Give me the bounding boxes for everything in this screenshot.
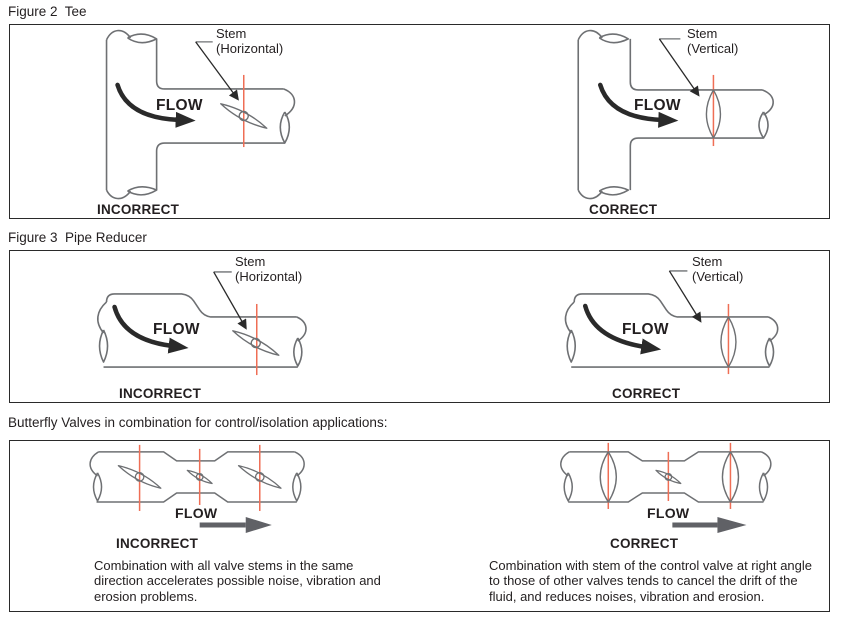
flow-label: FLOW	[175, 505, 218, 521]
pipe-outline	[97, 293, 307, 368]
incorrect-label: INCORRECT	[97, 202, 180, 217]
correct-label: CORRECT	[612, 386, 681, 401]
valve-disc-vertical-stem	[599, 451, 617, 503]
reducer-correct-diagram	[564, 270, 779, 375]
incorrect-label: INCORRECT	[116, 536, 199, 551]
figure3-title: Figure 3 Pipe Reducer	[8, 230, 147, 245]
pipe-outline	[560, 451, 772, 503]
flow-label: FLOW	[622, 321, 669, 338]
stem-leader-arrow	[213, 271, 247, 330]
valve-disc-vertical-stem	[705, 89, 722, 139]
flow-label: FLOW	[153, 321, 200, 338]
flow-arrow	[112, 304, 189, 354]
stem-leader-arrow	[195, 41, 239, 101]
flow-label: FLOW	[647, 505, 690, 521]
flow-arrow	[598, 82, 679, 128]
tee-correct-diagram	[577, 29, 774, 200]
flow-arrow	[582, 303, 662, 355]
tee-incorrect-diagram	[105, 29, 296, 200]
pipe-outline	[577, 29, 774, 200]
stem-leader-arrow	[668, 270, 702, 323]
stem-leader-arrow	[658, 38, 700, 97]
correct-label: CORRECT	[589, 202, 658, 217]
stem-horizontal-label: Stem (Horizontal)	[216, 26, 284, 56]
valve-disc-horizontal-stem	[117, 464, 162, 489]
combo-incorrect-diagram	[89, 444, 305, 534]
pipe-outline	[564, 293, 779, 368]
pipe-outline	[105, 29, 296, 200]
stem-vertical-label: Stem (Vertical)	[687, 26, 739, 56]
flow-arrow	[115, 82, 196, 128]
valve-disc-horizontal-stem	[220, 103, 268, 129]
incorrect-label: INCORRECT	[119, 386, 202, 401]
correct-label: CORRECT	[610, 536, 679, 551]
valve-disc-vertical-stem	[720, 316, 737, 368]
combination-title: Butterfly Valves in combination for cont…	[8, 415, 388, 430]
figure2-panel	[9, 24, 830, 219]
valve-disc-horizontal-stem	[186, 469, 213, 485]
reducer-incorrect-diagram	[97, 271, 307, 376]
valve-disc-horizontal-stem	[232, 330, 280, 356]
valve-disc-horizontal-stem	[237, 464, 282, 489]
combo-correct-diagram	[560, 442, 772, 534]
flow-block-arrow	[672, 516, 747, 534]
valve-disc-horizontal-stem	[655, 469, 682, 485]
valve-disc-vertical-stem	[721, 451, 740, 503]
pipe-outline	[89, 451, 305, 503]
flow-label: FLOW	[156, 97, 203, 114]
combination-panel	[9, 440, 830, 612]
correct-caption: Combination with stem of the control val…	[489, 558, 813, 604]
figure3-drawing	[97, 270, 779, 376]
combination-drawing	[89, 442, 772, 534]
flow-label: FLOW	[634, 97, 681, 114]
stem-vertical-label: Stem (Vertical)	[692, 254, 744, 284]
figure2-title: Figure 2 Tee	[8, 4, 87, 19]
figure3-panel	[9, 250, 830, 403]
stem-horizontal-label: Stem (Horizontal)	[235, 254, 303, 284]
incorrect-caption: Combination with all valve stems in the …	[94, 558, 381, 604]
figure2-drawing	[105, 29, 774, 200]
flow-block-arrow	[199, 516, 272, 534]
